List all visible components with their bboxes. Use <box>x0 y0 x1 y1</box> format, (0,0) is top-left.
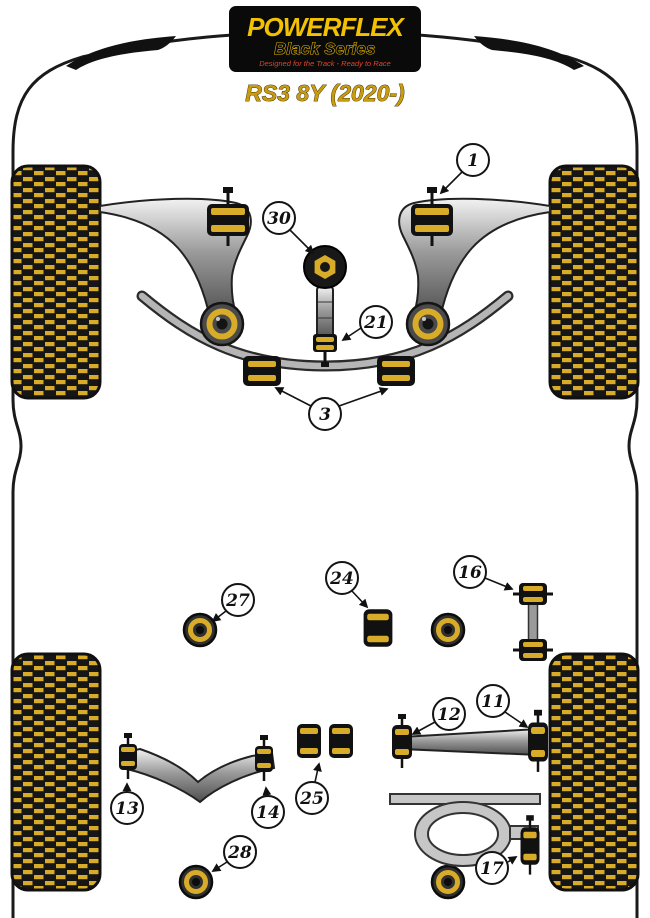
ball-joint-right <box>407 303 449 345</box>
callouts: 1 30 21 3 27 24 <box>110 143 529 885</box>
callout-14-bubble <box>251 795 285 829</box>
callout-16-arrow <box>484 577 514 591</box>
mount-tail-cap <box>321 362 329 367</box>
callout-16-bubble <box>453 555 487 589</box>
car-body-outline <box>11 30 639 918</box>
page-title: RS3 8Y (2020-) <box>245 80 404 106</box>
center-bushing-25-right <box>329 724 353 758</box>
callout-28-bubble <box>223 835 257 869</box>
engine-mount-assembly <box>303 245 347 367</box>
logo-background <box>229 6 421 72</box>
antiroll-bar-bushing-left <box>243 356 281 386</box>
bushing-stripe <box>316 337 334 342</box>
callout-14: 14 <box>251 786 285 829</box>
tire-front-right <box>548 164 640 400</box>
rear-trailing-arm-17 <box>389 793 541 876</box>
bushing-stripe <box>316 345 334 350</box>
callout-14-arrow <box>262 786 272 797</box>
callout-14-label: 14 <box>256 803 280 823</box>
tire-front-left <box>10 164 102 400</box>
callout-3-arrow-left <box>274 387 312 407</box>
callout-25-arrow <box>313 762 322 783</box>
callout-13-bubble <box>110 791 144 825</box>
callout-1: 1 <box>439 143 490 195</box>
hood-trim-left <box>66 36 176 70</box>
callout-24: 24 <box>325 561 369 609</box>
callout-17-label: 17 <box>480 859 504 879</box>
callout-30-label: 30 <box>267 209 291 229</box>
callout-12-arrow <box>411 721 436 735</box>
callout-25: 25 <box>295 762 329 815</box>
callout-16: 16 <box>453 555 514 591</box>
callout-17-arrow <box>507 856 518 865</box>
tire-rear-left <box>10 652 102 892</box>
callout-17: 17 <box>475 851 518 885</box>
callout-13-label: 13 <box>115 799 139 819</box>
callout-3-bubble <box>308 397 342 431</box>
callout-24-label: 24 <box>329 569 354 589</box>
rear-upper-link-16 <box>511 581 555 663</box>
callout-25-bubble <box>295 781 329 815</box>
rear-round-bushing-right-lower <box>432 866 464 898</box>
callout-11: 11 <box>476 684 529 729</box>
callout-27-bubble <box>221 583 255 617</box>
callout-30: 30 <box>262 201 315 255</box>
rear-left-arm <box>118 747 276 804</box>
powerflex-logo: POWERFLEX Black Series Designed for the … <box>229 6 421 72</box>
callout-11-label: 11 <box>481 692 505 712</box>
rear-left-arm-13-14 <box>117 731 276 804</box>
callout-3-arrow-right <box>338 387 389 407</box>
callout-1-label: 1 <box>467 151 479 171</box>
logo-brand-text: POWERFLEX <box>247 12 405 42</box>
tire-rear-right <box>548 652 640 892</box>
callout-11-arrow <box>504 711 529 729</box>
callout-1-arrow <box>439 171 463 195</box>
callout-21-arrow <box>341 327 362 341</box>
callout-27: 27 <box>211 583 255 623</box>
rear-round-bushing-right-upper <box>432 614 464 646</box>
rear-round-bushing-left-lower <box>180 866 212 898</box>
callout-12-label: 12 <box>437 705 461 725</box>
callout-21-bubble <box>359 305 393 339</box>
callout-1-bubble <box>456 143 490 177</box>
callout-28-arrow <box>211 861 228 872</box>
callout-30-arrow <box>289 229 315 255</box>
logo-tagline-text: Designed for the Track - Ready to Race <box>259 59 391 68</box>
callout-27-label: 27 <box>225 591 250 611</box>
logo-series-text: Black Series <box>274 41 375 58</box>
callout-16-label: 16 <box>458 563 482 583</box>
callout-27-arrow <box>211 610 227 623</box>
callout-17-bubble <box>475 851 509 885</box>
callout-30-bubble <box>262 201 296 235</box>
center-bushing-25-left <box>297 724 321 758</box>
engine-mount-link <box>316 286 334 340</box>
antiroll-bar-bushing-right <box>377 356 415 386</box>
callout-12: 12 <box>411 697 466 735</box>
callout-25-label: 25 <box>299 789 324 809</box>
callout-28: 28 <box>211 835 257 872</box>
front-suspension <box>99 185 551 386</box>
callout-21: 21 <box>341 305 393 341</box>
trailing-arm-ring-hole <box>427 812 499 856</box>
callout-24-arrow <box>350 589 369 609</box>
rear-center-bushing-24 <box>363 609 393 647</box>
mount-hex-socket <box>320 262 330 272</box>
callout-3: 3 <box>274 387 389 431</box>
rear-round-bushing-left-upper <box>184 614 216 646</box>
ball-joint-left <box>201 303 243 345</box>
callout-3-label: 3 <box>319 405 331 425</box>
rear-suspension <box>117 581 555 898</box>
callout-24-bubble <box>325 561 359 595</box>
callout-21-label: 21 <box>363 313 388 333</box>
callout-13: 13 <box>110 782 144 825</box>
callout-11-bubble <box>476 684 510 718</box>
rear-lower-arm-12-11 <box>390 708 550 774</box>
callout-28-label: 28 <box>227 843 252 863</box>
callout-12-bubble <box>432 697 466 731</box>
